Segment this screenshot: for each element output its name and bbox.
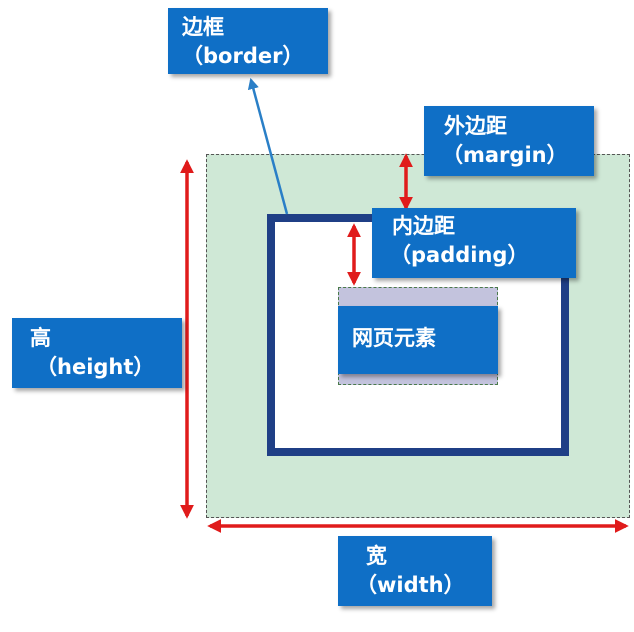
margin-label-title: 外边距 — [444, 114, 507, 138]
height-label: 高 （height） — [12, 318, 182, 388]
border-label-title: 边框 — [182, 15, 224, 39]
height-label-term: （height） — [36, 355, 155, 380]
width-label: 宽 （width） — [338, 536, 492, 606]
width-label-term: （width） — [356, 573, 465, 598]
content-label: 网页元素 — [338, 306, 498, 374]
border-label: 边框 （border） — [168, 8, 328, 74]
margin-label-term: （margin） — [442, 143, 568, 168]
content-label-title: 网页元素 — [352, 326, 436, 350]
padding-label: 内边距 （padding） — [372, 208, 576, 278]
border-label-term: （border） — [182, 44, 304, 69]
margin-label: 外边距 （margin） — [424, 106, 594, 176]
padding-label-title: 内边距 — [392, 214, 455, 238]
height-label-title: 高 — [30, 326, 51, 350]
border-pointer-arrow — [247, 77, 289, 215]
width-label-title: 宽 — [366, 544, 387, 568]
padding-label-term: （padding） — [390, 243, 529, 268]
